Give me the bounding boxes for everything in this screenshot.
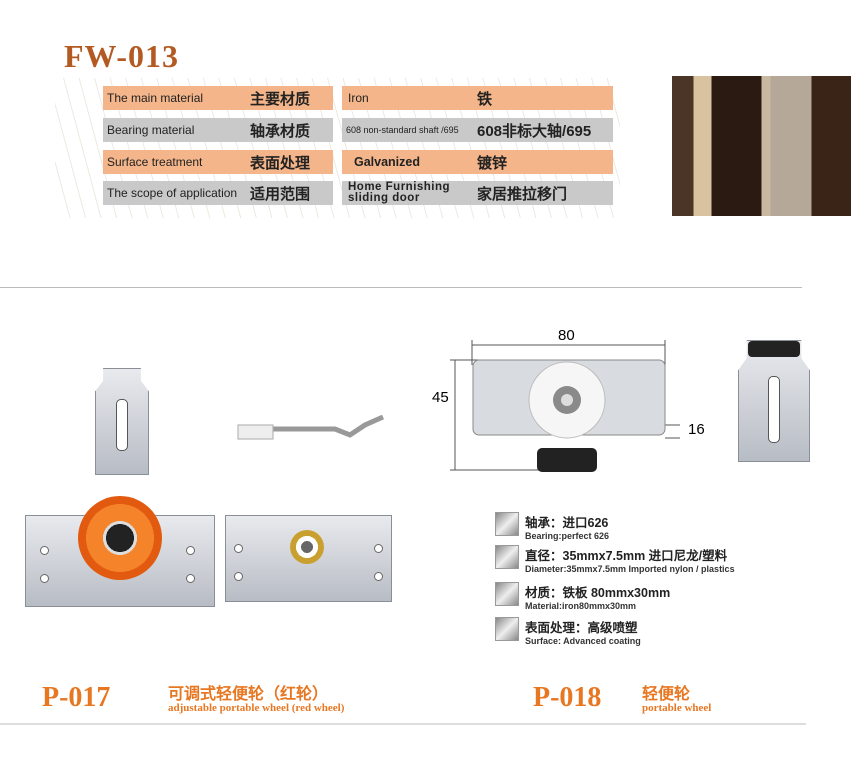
- dimension-offset: 16: [688, 421, 705, 438]
- spec-row-value: Iron 铁: [342, 86, 613, 110]
- value-cn: 镀锌: [477, 154, 508, 172]
- material-icon: [495, 582, 519, 606]
- spec-row-label: Surface treatment 表面处理: [103, 150, 333, 174]
- surface-icon: [495, 617, 519, 641]
- product-name-cn-p017: 可调式轻便轮（红轮）: [168, 686, 329, 703]
- label-cn: 主要材质: [250, 90, 311, 108]
- interior-photo: [672, 76, 851, 216]
- spec-en: Material:iron80mmx30mm: [525, 601, 637, 611]
- red-wheel-assembly-image: [25, 496, 215, 607]
- value-cn: 家居推拉移门: [477, 185, 568, 203]
- value-cn: 铁: [477, 90, 493, 108]
- spec-cn: 直径：35mmx7.5mm 进口尼龙/塑料: [525, 549, 728, 563]
- label-en: Bearing material: [107, 123, 195, 137]
- product-name-cn-p018: 轻便轮: [642, 686, 691, 703]
- label-cn: 适用范围: [250, 185, 311, 203]
- dimension-drawing: [450, 340, 680, 472]
- label-cn: 轴承材质: [250, 122, 311, 140]
- diameter-icon: [495, 545, 519, 569]
- label-en: Surface treatment: [107, 155, 203, 169]
- dimension-height: 45: [432, 389, 449, 406]
- red-wheel: [78, 496, 162, 580]
- dimension-width: 80: [558, 327, 575, 344]
- label-en: The scope of application: [107, 186, 238, 200]
- footer-divider: [0, 723, 806, 725]
- spec-row-value: Home Furnishing sliding door 家居推拉移门: [342, 181, 613, 205]
- product-code-p017: P-017: [42, 682, 111, 713]
- spec-row-label: The main material 主要材质: [103, 86, 333, 110]
- label-cn: 表面处理: [250, 154, 311, 172]
- bracket-plate-image: [95, 368, 149, 475]
- value-en: 608 non-standard shaft /695: [346, 125, 459, 135]
- spec-cn: 轴承：进口626: [525, 516, 609, 530]
- rubber-cap: [748, 341, 800, 357]
- slot: [768, 376, 780, 443]
- value-en: Iron: [348, 91, 369, 105]
- product-name-en-p018: portable wheel: [642, 702, 712, 714]
- bracket-side-plate-image: [738, 340, 810, 462]
- bracket-side-image: [235, 414, 385, 445]
- spec-en: Diameter:35mmx7.5mm Imported nylon / pla…: [525, 564, 735, 574]
- wheel-bracket-back-image: [225, 515, 392, 602]
- value-en: Galvanized: [354, 155, 420, 169]
- label-en: The main material: [107, 91, 204, 105]
- spec-cn: 材质：铁板 80mmx30mm: [525, 586, 671, 600]
- spec-en: Surface: Advanced coating: [525, 636, 641, 646]
- spec-row-label: Bearing material 轴承材质: [103, 118, 333, 142]
- bearing-icon: [495, 512, 519, 536]
- slot: [116, 399, 128, 451]
- spec-en: Bearing:perfect 626: [525, 531, 610, 541]
- product-code-p018: P-018: [533, 682, 602, 713]
- spec-row-value: 608 non-standard shaft /695 608非标大轴/695: [342, 118, 613, 142]
- spec-cn: 表面处理：高级喷塑: [525, 621, 638, 635]
- value-en: Home Furnishing sliding door: [348, 181, 451, 204]
- value-cn: 608非标大轴/695: [477, 122, 592, 140]
- axle: [290, 530, 324, 564]
- model-title: FW-013: [64, 38, 180, 74]
- divider: [0, 287, 802, 288]
- product-name-en-p017: adjustable portable wheel (red wheel): [168, 702, 345, 714]
- spec-row-value: Galvanized 镀锌: [342, 150, 613, 174]
- spec-row-label: The scope of application 适用范围: [103, 181, 333, 205]
